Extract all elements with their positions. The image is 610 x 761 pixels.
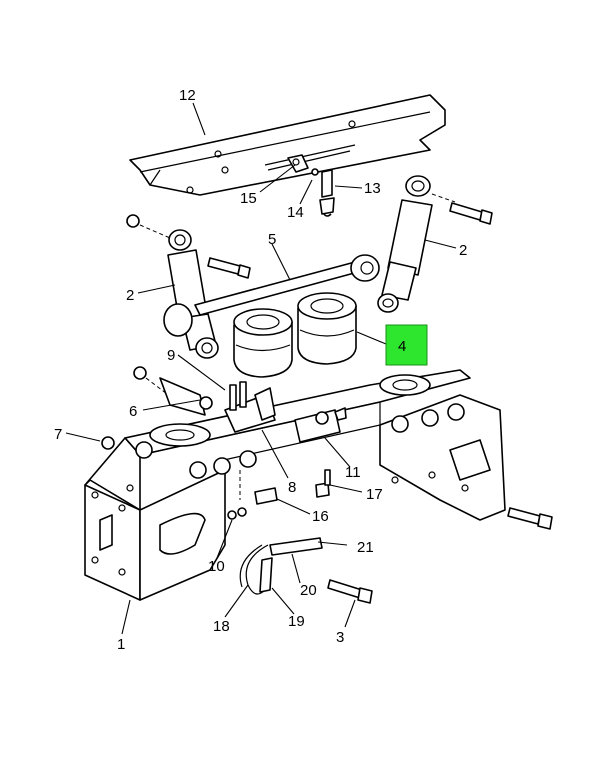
nut-10a [227, 510, 237, 520]
washer-6 [133, 366, 147, 380]
callout-7[interactable]: 7 [54, 426, 62, 443]
callout-13[interactable]: 13 [364, 180, 381, 197]
callout-6[interactable]: 6 [129, 403, 137, 420]
callout-9[interactable]: 9 [167, 347, 175, 364]
callout-20[interactable]: 20 [300, 582, 317, 599]
washer-left-shock [126, 214, 140, 228]
callout-16[interactable]: 16 [312, 508, 329, 525]
callout-15[interactable]: 15 [240, 190, 257, 207]
callout-5[interactable]: 5 [268, 231, 276, 248]
nut-10b [237, 507, 247, 517]
bolt-9a [229, 384, 237, 411]
nut-7 [101, 436, 115, 450]
callout-4[interactable]: 4 [398, 338, 406, 355]
frame-nuts [135, 403, 465, 479]
bolt-right-shock [449, 202, 493, 225]
callout-19[interactable]: 19 [288, 613, 305, 630]
bracket-6 [159, 377, 206, 416]
frame-bracket-right [149, 374, 506, 521]
callout-3[interactable]: 3 [336, 629, 344, 646]
fitting-16 [254, 487, 278, 505]
bolt-right-frame [507, 507, 553, 530]
bolt-3 [327, 579, 373, 604]
callout-11[interactable]: 11 [345, 464, 361, 481]
callout-10[interactable]: 10 [208, 558, 225, 575]
callout-labels: 1 2 2 3 4 5 6 7 8 9 10 11 12 13 14 15 16… [54, 87, 467, 653]
shock-absorber-left [163, 229, 219, 359]
callout-14[interactable]: 14 [287, 204, 304, 221]
crossmember-bracket [129, 94, 446, 196]
bolt-9b [239, 381, 247, 408]
leader-lines [65, 102, 457, 635]
callout-12[interactable]: 12 [179, 87, 196, 104]
frame-bracket [84, 369, 471, 601]
air-spring-right [297, 292, 357, 365]
callout-2-right[interactable]: 2 [459, 242, 467, 259]
callout-17[interactable]: 17 [366, 486, 383, 503]
torque-rod [194, 254, 380, 316]
fitting-17 [315, 482, 330, 498]
callout-1[interactable]: 1 [117, 636, 125, 653]
air-spring-left [233, 308, 293, 378]
plate-bracket-8 [224, 387, 276, 433]
callout-4-highlight[interactable] [385, 324, 428, 366]
bracket-hardware [287, 154, 335, 217]
callout-8[interactable]: 8 [288, 479, 296, 496]
bolt-left-shock [207, 257, 251, 279]
callout-21[interactable]: 21 [357, 539, 374, 556]
callout-2-left[interactable]: 2 [126, 287, 134, 304]
callout-18[interactable]: 18 [213, 618, 230, 635]
leveling-valve-11 [294, 407, 347, 443]
shock-absorber-right [377, 175, 433, 313]
